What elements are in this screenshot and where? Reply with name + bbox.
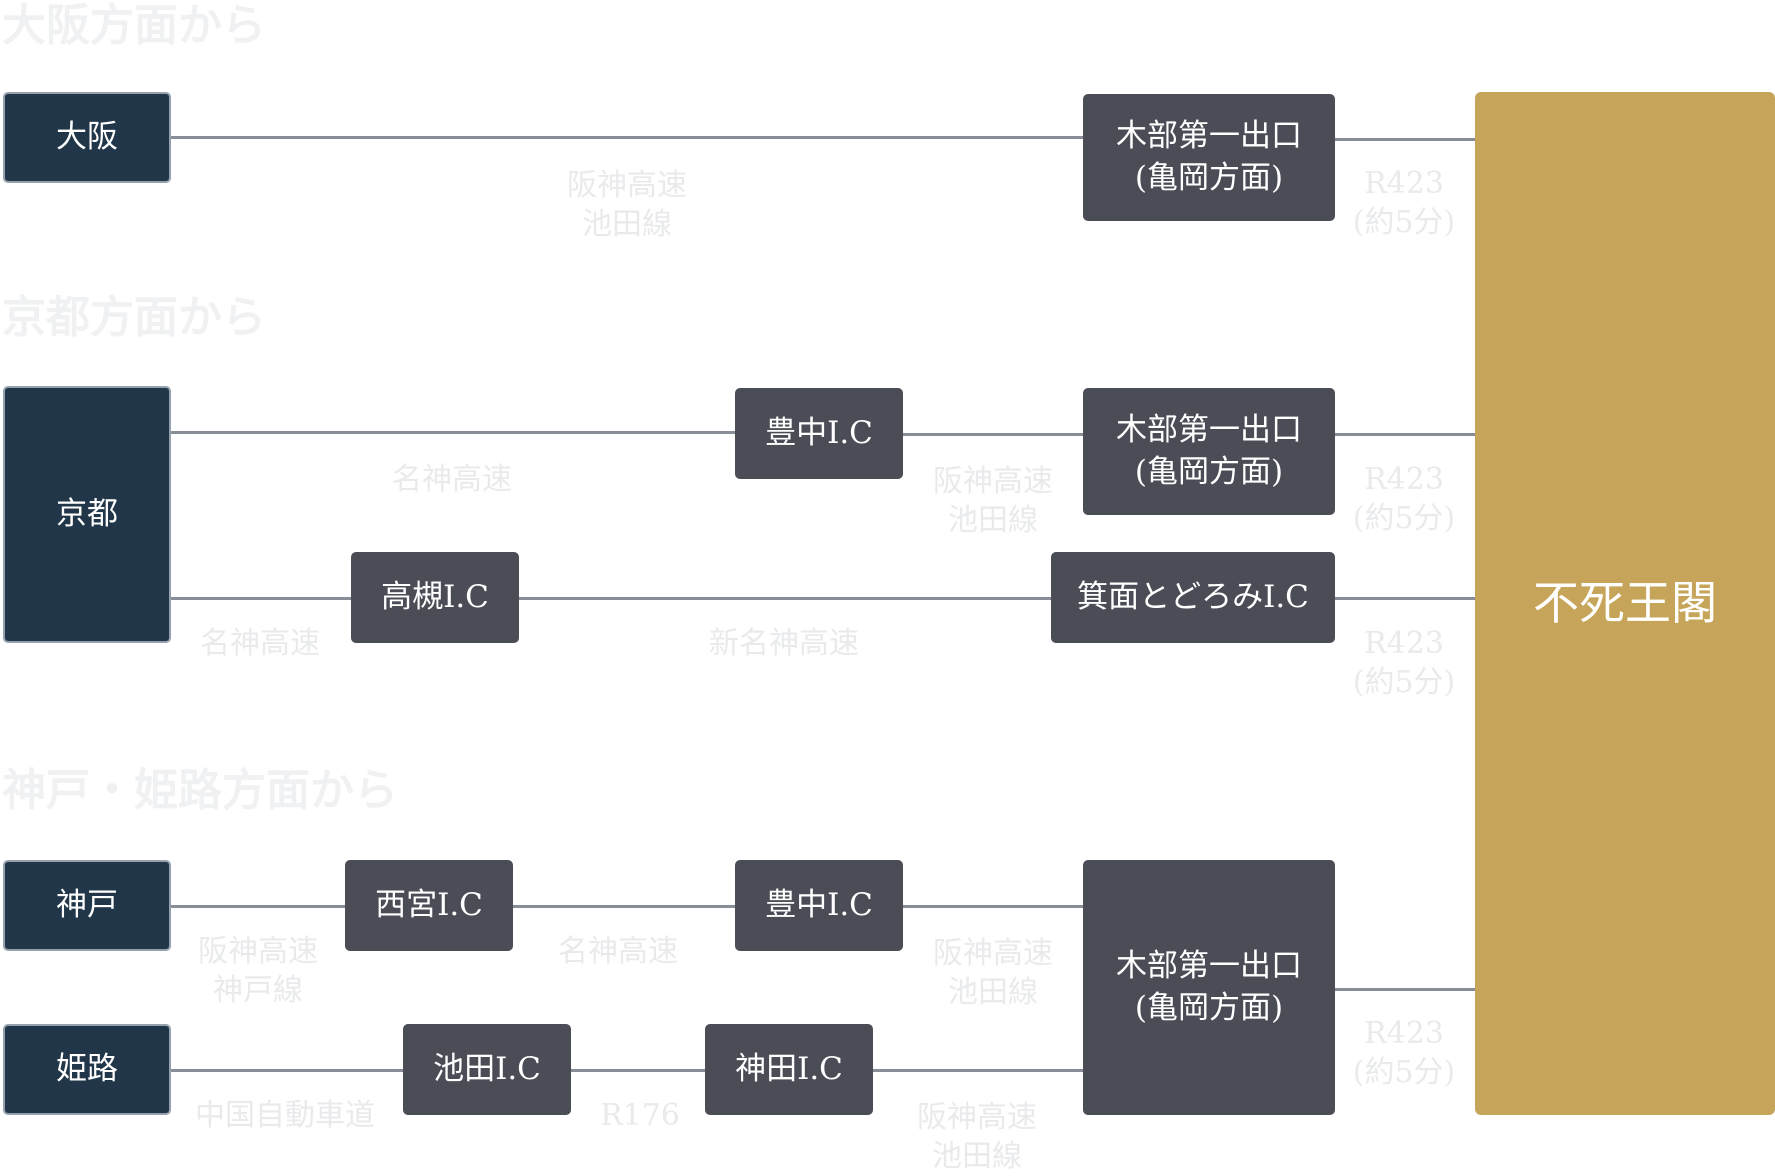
ic-kibe-osaka-line1: 木部第一出口 (1116, 117, 1302, 154)
road-label-kyoto-shinmeishin: 新名神高速 (709, 626, 859, 661)
route-line-himeji-2 (570, 1069, 706, 1072)
route-line-kyoto-top-r423 (1333, 433, 1477, 436)
city-kobe-label: 神戸 (56, 886, 118, 923)
ic-takatsuki: 高槻I.C (351, 552, 519, 643)
route-line-kobe-r423 (1333, 988, 1477, 991)
road-label-himeji-hanshin-ikeda: 阪神高速池田線 (917, 1100, 1037, 1174)
road-label-kobe-hanshin-ikeda: 阪神高速池田線 (933, 936, 1053, 1010)
route-line-kyoto-top-1 (170, 431, 737, 434)
road-label-kobe-hanshin-kobe: 阪神高速神戸線 (198, 934, 318, 1008)
road-label-himeji-chugoku: 中国自動車道 (195, 1098, 375, 1133)
road-label-kyoto-hanshin: 阪神高速池田線 (933, 464, 1053, 538)
route-line-osaka-r423 (1333, 138, 1477, 141)
city-himeji: 姫路 (3, 1024, 171, 1115)
ic-kibe-kobe-line2: (亀岡方面) (1134, 989, 1284, 1026)
ic-toyonaka-kyoto-label: 豊中I.C (765, 414, 873, 451)
ic-ikeda: 池田I.C (403, 1024, 571, 1115)
ic-kibe-kyoto-line1: 木部第一出口 (1116, 411, 1302, 448)
ic-kibe-kyoto: 木部第一出口 (亀岡方面) (1083, 388, 1335, 515)
ic-kanda-label: 神田I.C (735, 1050, 843, 1087)
section-heading-kyoto: 京都方面から (2, 292, 266, 343)
ic-kibe-osaka: 木部第一出口 (亀岡方面) (1083, 94, 1335, 221)
road-label-kyoto-r423-bottom: R423(約5分) (1352, 626, 1456, 700)
city-kobe: 神戸 (3, 860, 171, 951)
ic-kibe-osaka-line2: (亀岡方面) (1134, 159, 1284, 196)
ic-toyonaka-kobe-label: 豊中I.C (765, 886, 873, 923)
section-heading-osaka: 大阪方面から (2, 0, 266, 51)
route-line-himeji-3 (872, 1069, 1085, 1072)
destination-fushiokaku: 不死王閣 (1475, 92, 1775, 1115)
road-label-kyoto-meishin-top: 名神高速 (392, 462, 512, 497)
ic-ikeda-label: 池田I.C (433, 1050, 541, 1087)
city-kyoto-label: 京都 (56, 495, 118, 532)
road-label-kobe-meishin: 名神高速 (558, 934, 678, 969)
ic-nishinomiya: 西宮I.C (345, 860, 513, 951)
ic-minoh-todoromi-label: 箕面とどろみI.C (1077, 578, 1309, 615)
city-osaka: 大阪 (3, 92, 171, 183)
ic-toyonaka-kobe: 豊中I.C (735, 860, 903, 951)
road-label-himeji-r176: R176 (600, 1098, 680, 1133)
route-line-kyoto-top-2 (902, 433, 1085, 436)
route-line-kyoto-bottom-1 (170, 597, 351, 600)
ic-kibe-kobe-line1: 木部第一出口 (1116, 947, 1302, 984)
road-label-osaka-r423: R423(約5分) (1352, 166, 1456, 240)
ic-nishinomiya-label: 西宮I.C (375, 886, 483, 923)
road-label-osaka-hanshin: 阪神高速池田線 (567, 168, 687, 242)
ic-kibe-kyoto-line2: (亀岡方面) (1134, 453, 1284, 490)
ic-kibe-kobe: 木部第一出口 (亀岡方面) (1083, 860, 1335, 1115)
route-line-osaka (170, 136, 1085, 139)
section-heading-kobe: 神戸・姫路方面から (2, 765, 398, 816)
city-himeji-label: 姫路 (56, 1050, 118, 1087)
route-line-kobe-1 (170, 905, 346, 908)
ic-kanda: 神田I.C (705, 1024, 873, 1115)
route-line-kyoto-bottom-r423 (1333, 597, 1477, 600)
route-line-kobe-2 (512, 905, 737, 908)
route-line-kyoto-bottom-2 (518, 597, 1053, 600)
route-line-himeji-1 (170, 1069, 404, 1072)
destination-label: 不死王閣 (1533, 576, 1717, 631)
road-label-kyoto-meishin-bottom: 名神高速 (200, 626, 320, 661)
city-kyoto: 京都 (3, 386, 171, 643)
route-line-kobe-3 (902, 905, 1085, 908)
ic-takatsuki-label: 高槻I.C (381, 578, 489, 615)
ic-toyonaka-kyoto: 豊中I.C (735, 388, 903, 479)
road-label-kobe-r423: R423(約5分) (1352, 1016, 1456, 1090)
city-osaka-label: 大阪 (56, 118, 118, 155)
road-label-kyoto-r423-top: R423(約5分) (1352, 462, 1456, 536)
ic-minoh-todoromi: 箕面とどろみI.C (1051, 552, 1335, 643)
